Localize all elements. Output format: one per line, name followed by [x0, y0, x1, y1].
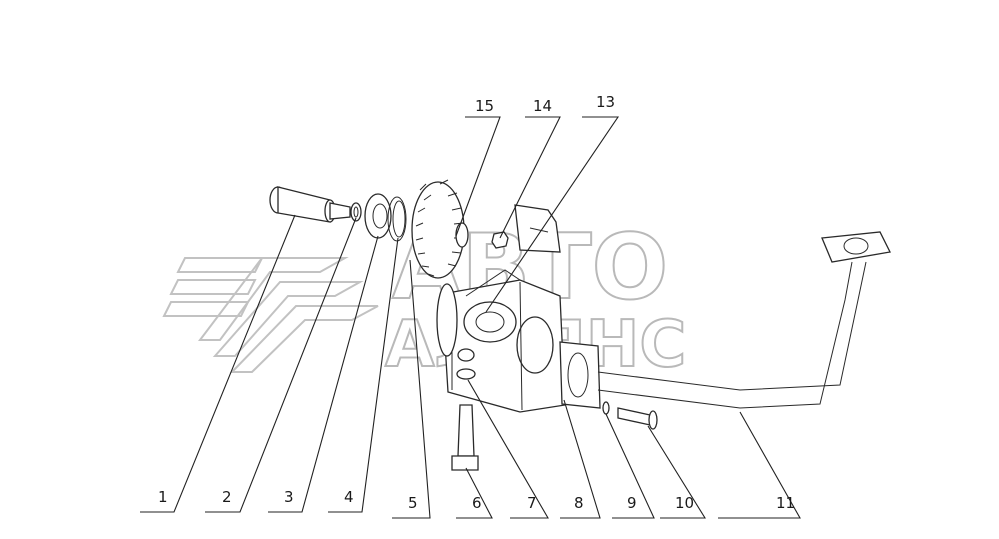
callout-2: 2	[222, 488, 232, 506]
vertical-bolt-part	[451, 404, 479, 471]
callout-4: 4	[344, 488, 354, 506]
bushing-part	[364, 193, 392, 239]
callout-1: 1	[158, 488, 168, 506]
callout-13: 13	[596, 93, 615, 111]
callout-15: 15	[475, 97, 494, 115]
callout-10: 10	[675, 494, 694, 512]
flange-gasket-part	[559, 341, 601, 409]
nut-fitting-part	[491, 231, 509, 249]
top-callouts: 15 14 13	[475, 93, 615, 115]
snap-ring-part	[387, 196, 407, 242]
callout-14: 14	[533, 97, 552, 115]
callout-6: 6	[472, 494, 482, 512]
bottom-callouts: 1 2 3 4 5 6 7 8 9 10 11	[158, 488, 795, 512]
callout-3: 3	[284, 488, 294, 506]
shaft-bolt-part	[269, 186, 351, 223]
oil-pipe-part	[597, 231, 891, 409]
callout-7: 7	[527, 494, 537, 512]
pump-housing-part	[436, 269, 566, 413]
callout-11: 11	[776, 494, 795, 512]
leader-lines	[140, 116, 801, 519]
watermark-logo-icon	[162, 257, 379, 373]
small-washer-part	[350, 202, 362, 222]
callout-5: 5	[408, 494, 418, 512]
lower-washer-part	[456, 348, 476, 380]
callout-8: 8	[574, 494, 584, 512]
pipe-bracket-part	[514, 204, 561, 253]
flange-bolt-part	[602, 401, 658, 430]
callout-9: 9	[627, 494, 637, 512]
